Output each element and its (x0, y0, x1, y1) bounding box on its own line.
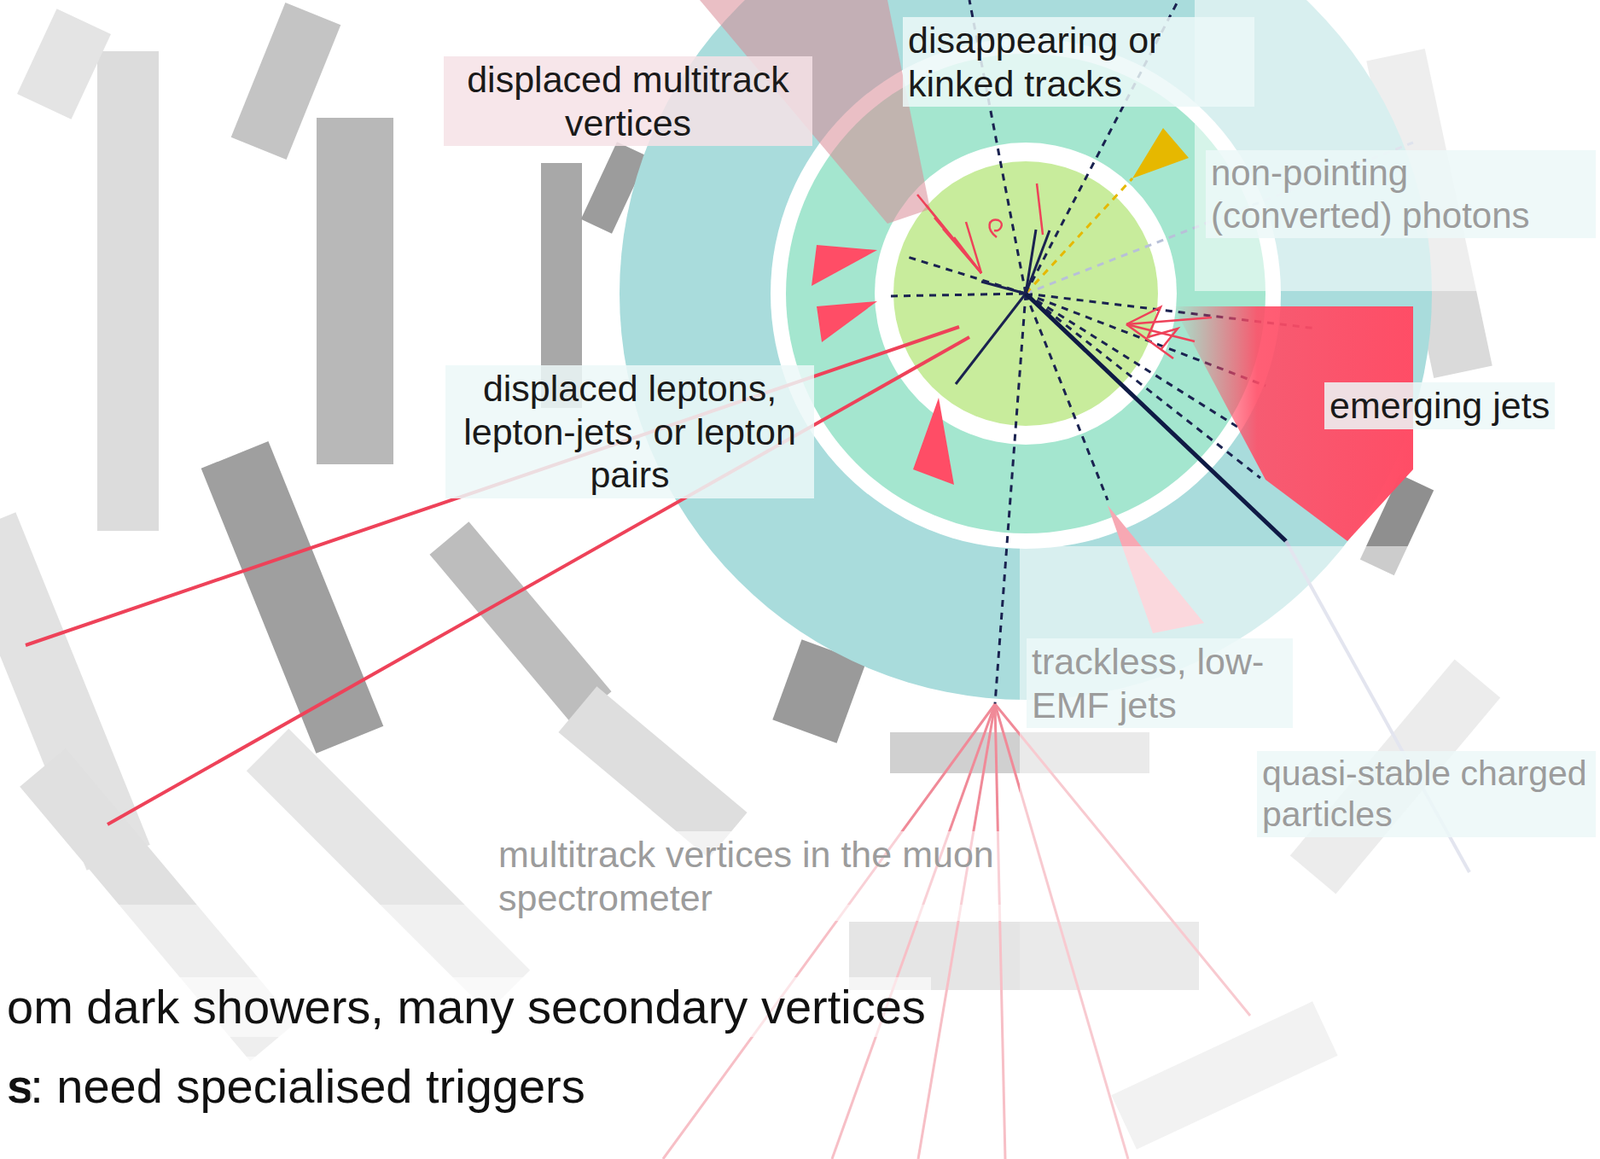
annotation-label: non-pointing (converted) photons (1205, 150, 1596, 239)
annotation-label: quasi-stable charged particles (1256, 750, 1596, 838)
lepton-tracks (25, 326, 970, 825)
annotation-label: om dark showers, many secondary vertices (1, 977, 931, 1037)
annotation-label: displaced leptons, lepton-jets, or lepto… (445, 365, 815, 499)
annotation-label: multitrack vertices in the muon spectrom… (493, 831, 1007, 921)
annotation-label: displaced multitrack vertices (443, 56, 813, 146)
annotation-label: trackless, low-EMF jets (1026, 638, 1293, 728)
annotation-label: disappearing or kinked tracks (902, 17, 1255, 107)
annotation-label: emerging jets (1324, 382, 1555, 430)
annotation-label: : need specialised triggers (29, 1056, 591, 1117)
